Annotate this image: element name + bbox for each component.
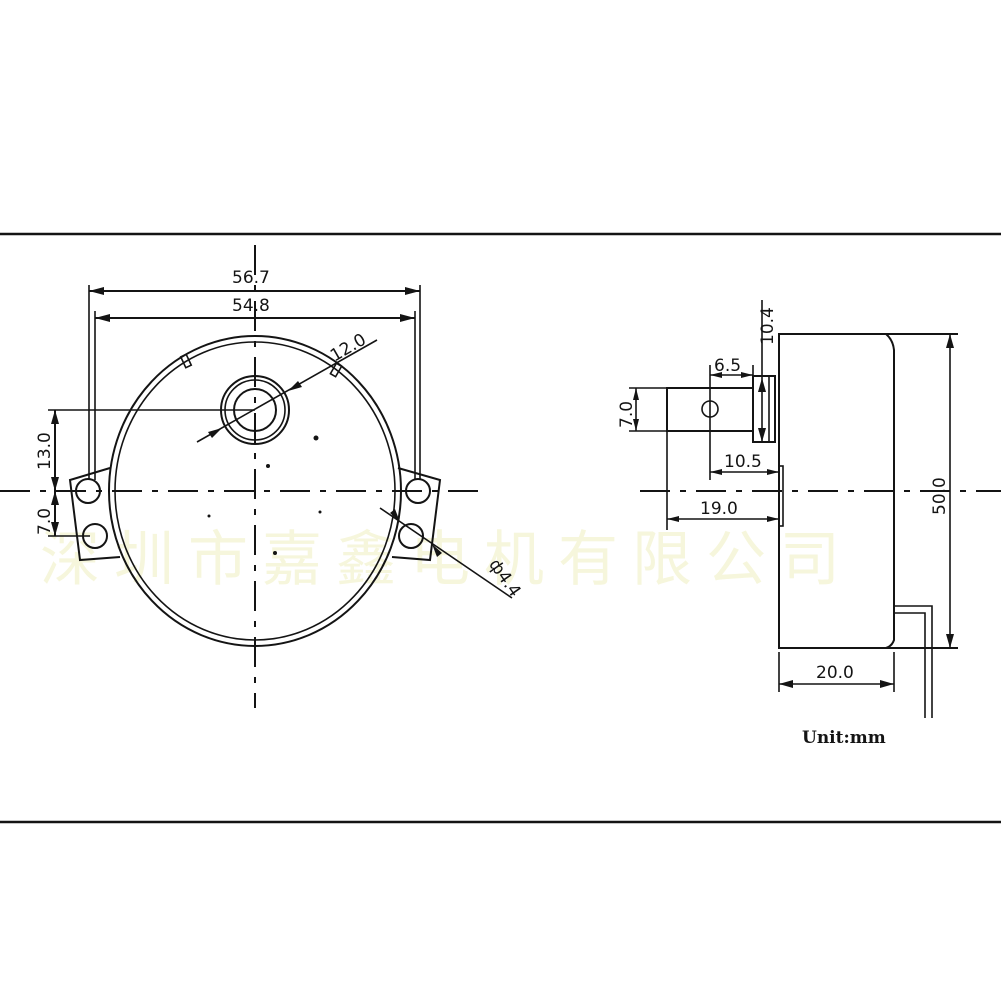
surface-dot bbox=[266, 464, 270, 468]
lead-wire bbox=[894, 605, 933, 718]
dim-flange-height: 10.4 bbox=[758, 307, 778, 345]
body-inner-circle bbox=[114, 341, 396, 641]
dim-shaft-offset: 13.0 bbox=[35, 432, 55, 470]
surface-dot bbox=[207, 514, 211, 518]
dim-shaft-diameter: 12.0 bbox=[327, 330, 370, 366]
rim-notch bbox=[179, 353, 193, 369]
dim-shaft-hole-offset: 10.5 bbox=[724, 452, 762, 472]
dim-body-diameter: 50.0 bbox=[930, 477, 950, 515]
rim-notch bbox=[329, 362, 343, 378]
front-view: 56.7 54.8 12.0 13.0 7.0 ф4.4 bbox=[0, 245, 525, 708]
side-view: 10.4 6.5 7.0 10.5 19.0 50.0 bbox=[617, 300, 1001, 748]
surface-dot bbox=[273, 551, 277, 555]
dim-hole-spacing: 7.0 bbox=[35, 508, 55, 535]
dim-body-depth: 20.0 bbox=[816, 663, 854, 683]
left-mounting-ear bbox=[68, 467, 121, 562]
unit-label: Unit:mm bbox=[802, 728, 886, 748]
dim-shaft-flat: 6.5 bbox=[714, 356, 741, 376]
body-outer-circle bbox=[108, 335, 402, 647]
right-lower-hole bbox=[398, 523, 424, 549]
dim-hole-diameter-leader bbox=[379, 507, 513, 599]
right-upper-hole bbox=[405, 478, 431, 504]
rear-boss bbox=[778, 465, 784, 527]
dim-shaft-length: 19.0 bbox=[700, 499, 738, 519]
surface-dot bbox=[318, 510, 322, 514]
dim-shaft-diameter-leader bbox=[196, 339, 378, 443]
dim-body-width: 54.8 bbox=[232, 296, 270, 316]
left-upper-hole bbox=[75, 478, 101, 504]
surface-dot bbox=[313, 435, 319, 441]
dim-overall-width: 56.7 bbox=[232, 268, 270, 288]
right-mounting-ear bbox=[391, 467, 442, 562]
dim-shaft-width: 7.0 bbox=[617, 401, 637, 428]
lead-wire bbox=[894, 612, 926, 718]
watermark: 深圳市嘉鑫电机有限公司 bbox=[40, 525, 854, 595]
